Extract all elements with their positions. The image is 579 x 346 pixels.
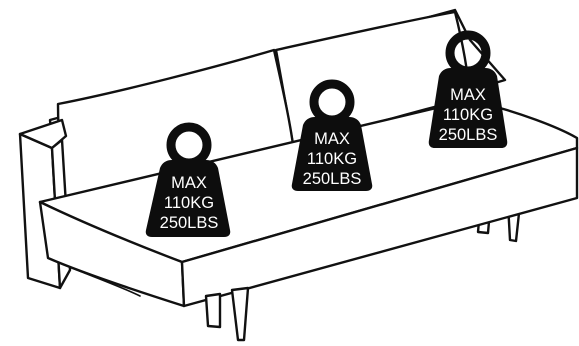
weight-label-line3: 250LBS: [303, 170, 362, 188]
weight-label-line3: 250LBS: [160, 214, 219, 232]
front-leg-left: [206, 294, 220, 327]
front-leg-right: [232, 288, 248, 340]
weight-label-line2: 110KG: [164, 194, 214, 212]
weight-label-line1: MAX: [171, 174, 207, 192]
front-legs: [206, 288, 248, 340]
weight-label-line3: 250LBS: [439, 126, 498, 144]
weight-label-line2: 110KG: [443, 106, 493, 124]
weight-label-line1: MAX: [450, 86, 486, 104]
weight-label-line1: MAX: [314, 130, 350, 148]
weight-label-line2: 110KG: [307, 150, 357, 168]
